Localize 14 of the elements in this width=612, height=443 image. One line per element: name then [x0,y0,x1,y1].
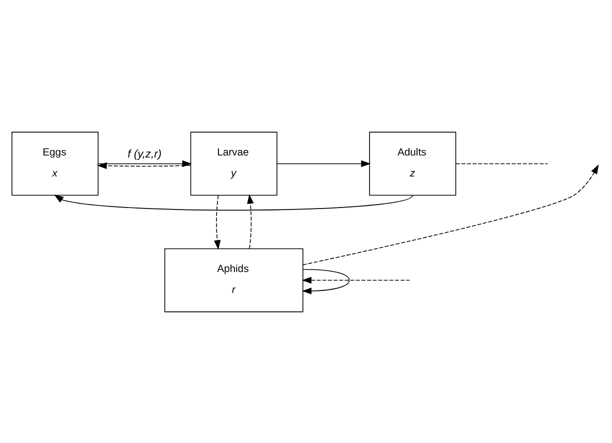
arrow [302,276,410,284]
edge-label: f (y,z,r) [128,148,162,160]
arrow [214,194,221,250]
arrow [302,164,599,265]
arrow [54,194,414,210]
node-box: Adults z [369,131,456,196]
arrow [97,162,191,169]
node-box: Aphids r [164,248,304,312]
arrow [302,268,350,294]
arrow [276,160,371,167]
arrow [247,194,254,248]
node-box: Larvae y [190,131,278,196]
connector [455,162,548,164]
node-box: Eggs x [12,131,99,196]
